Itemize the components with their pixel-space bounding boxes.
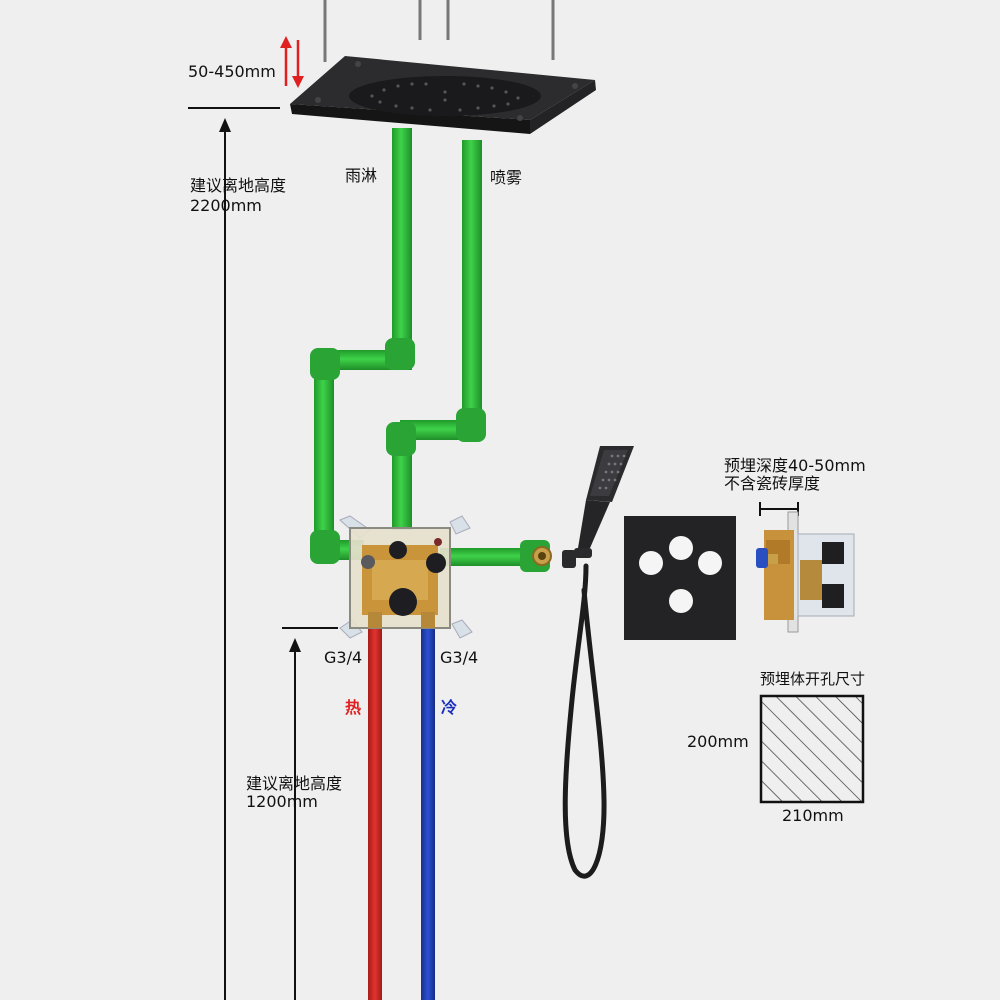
hot-label: 热 [345,698,362,717]
cold-thread-label: G3/4 [440,648,479,667]
height-dimension-arrows [219,118,301,1000]
cutout-title-label: 预埋体开孔尺寸 [760,670,866,688]
hand-shower [562,446,634,568]
mist-label: 喷雾 [490,168,523,187]
cutout-width-label: 210mm [782,806,844,825]
hand-shower-hose [562,563,607,879]
embed-depth-label-line1: 预埋深度40-50mm [724,456,866,475]
valve-body-side-view [756,511,855,633]
suspension-rods [323,0,555,62]
cutout-box [759,694,865,804]
hot-water-pipe [368,626,382,1000]
height-bottom-label-line1: 建议离地高度 [246,774,343,793]
rain-label: 雨淋 [345,166,378,185]
height-top-label-line1: 建议离地高度 [190,176,287,195]
concealed-valve-box [339,515,473,639]
rain-shower-head [290,56,596,134]
height-bottom-label-line2: 1200mm [246,792,318,811]
ceiling-range-label: 50-450mm [188,62,276,81]
cutout-height-label: 200mm [687,732,749,751]
embed-depth-label-line2: 不含瓷砖厚度 [724,474,821,493]
ceiling-range-arrows [280,36,304,88]
rain-pipe [310,128,415,564]
cold-label: 冷 [441,698,458,717]
mist-pipe [386,140,486,530]
height-top-label-line2: 2200mm [190,196,262,215]
cold-water-pipe [421,626,435,1000]
hot-thread-label: G3/4 [324,648,363,667]
hand-shower-pipe [440,540,552,572]
wall-cover-plate [624,516,736,640]
reference-lines [188,107,338,629]
